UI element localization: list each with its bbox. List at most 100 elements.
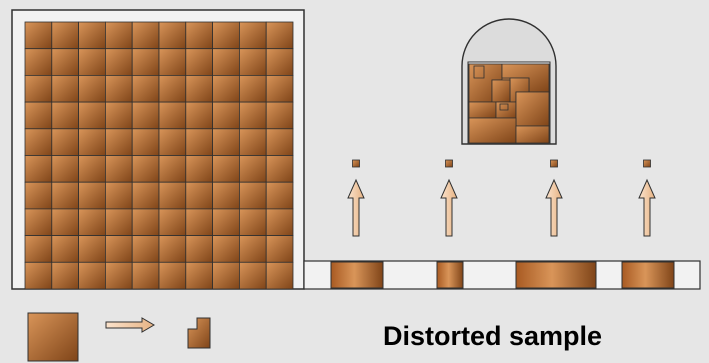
grid-tile (213, 156, 240, 183)
grid-tile (266, 49, 293, 76)
grid-tile (186, 49, 213, 76)
grid-tile (25, 182, 52, 209)
legend-block (28, 313, 78, 361)
grid-tile (25, 75, 52, 102)
grid-tile (186, 22, 213, 49)
strip-piece (437, 262, 463, 288)
legend-arrow (106, 318, 154, 332)
grid-tile (213, 102, 240, 129)
grid-tile (25, 262, 52, 289)
grid-tile (239, 75, 266, 102)
grid-tile (132, 22, 159, 49)
grid-tile (105, 22, 132, 49)
grid-tile (79, 262, 106, 289)
grid-tile (105, 262, 132, 289)
upward-arrows (348, 160, 655, 236)
grid-tile (52, 209, 79, 236)
grid-tile (132, 102, 159, 129)
grid-tile (159, 22, 186, 49)
strip-piece (622, 262, 674, 288)
small-fragment (644, 160, 651, 167)
grid-tile (159, 262, 186, 289)
small-fragment (446, 160, 453, 167)
grid-tile (159, 156, 186, 183)
grid-tile (159, 236, 186, 263)
chamber-fragments (469, 64, 549, 143)
grid-tile (132, 209, 159, 236)
grid-tile (186, 75, 213, 102)
grid-tile (239, 102, 266, 129)
grid-tile (79, 22, 106, 49)
grid-tile (79, 209, 106, 236)
grid-tile (186, 236, 213, 263)
up-arrow (639, 180, 655, 236)
grid-tile (186, 156, 213, 183)
small-fragment (353, 160, 360, 167)
grid-tile (266, 209, 293, 236)
grid-tile (52, 49, 79, 76)
grid-tile (25, 209, 52, 236)
grid-tile (159, 102, 186, 129)
grid-tile (52, 236, 79, 263)
grid-tile (105, 182, 132, 209)
sample-tile-grid (25, 22, 293, 289)
grid-tile (132, 156, 159, 183)
grid-tile (159, 75, 186, 102)
grid-tile (159, 209, 186, 236)
grid-tile (79, 236, 106, 263)
grid-tile (213, 49, 240, 76)
grid-tile (52, 182, 79, 209)
grid-tile (213, 22, 240, 49)
grid-tile (239, 182, 266, 209)
grid-tile (105, 209, 132, 236)
grid-tile (25, 22, 52, 49)
grid-tile (239, 236, 266, 263)
grid-tile (213, 75, 240, 102)
grid-tile (25, 129, 52, 156)
grid-tile (105, 129, 132, 156)
grid-tile (239, 129, 266, 156)
grid-tile (79, 49, 106, 76)
grid-tile (25, 156, 52, 183)
grid-tile (132, 262, 159, 289)
grid-tile (25, 236, 52, 263)
grid-tile (239, 262, 266, 289)
grid-tile (239, 209, 266, 236)
grid-tile (239, 22, 266, 49)
up-arrow (546, 180, 562, 236)
grid-tile (159, 49, 186, 76)
grid-tile (213, 262, 240, 289)
grid-tile (25, 49, 52, 76)
grid-tile (52, 75, 79, 102)
strip-piece (516, 262, 596, 288)
grid-tile (25, 102, 52, 129)
grid-tile (132, 182, 159, 209)
grid-tile (213, 182, 240, 209)
grid-tile (79, 129, 106, 156)
grid-tile (266, 236, 293, 263)
grid-tile (239, 49, 266, 76)
strip-piece (331, 262, 383, 288)
grid-tile (213, 129, 240, 156)
grid-tile (266, 22, 293, 49)
grid-tile (213, 236, 240, 263)
grid-tile (79, 182, 106, 209)
grid-tile (266, 156, 293, 183)
grid-tile (132, 236, 159, 263)
grid-tile (52, 156, 79, 183)
caption: Distorted sample (383, 321, 602, 351)
grid-tile (52, 102, 79, 129)
grid-tile (132, 75, 159, 102)
grid-tile (266, 102, 293, 129)
grid-tile (79, 156, 106, 183)
grid-tile (52, 262, 79, 289)
grid-tile (79, 102, 106, 129)
grid-tile (186, 262, 213, 289)
grid-tile (239, 156, 266, 183)
small-fragment (551, 160, 558, 167)
grid-tile (105, 75, 132, 102)
grid-tile (213, 209, 240, 236)
grid-tile (266, 262, 293, 289)
grid-tile (132, 49, 159, 76)
